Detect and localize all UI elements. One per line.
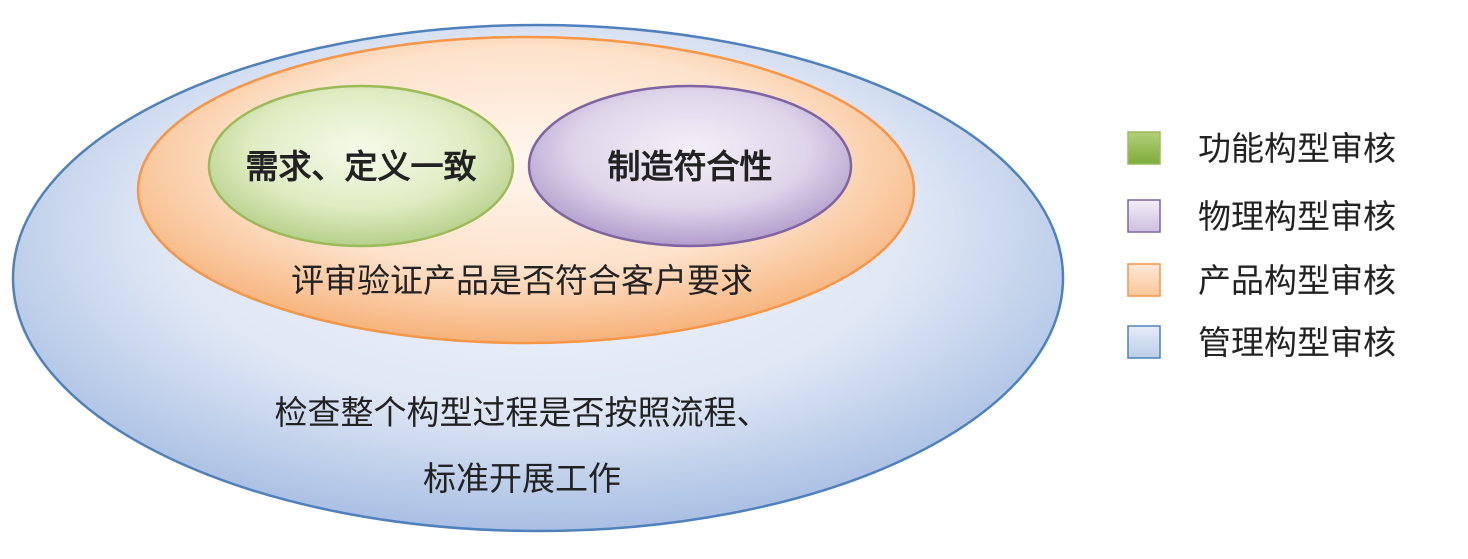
legend-label-functional: 功能构型审核 — [1198, 129, 1396, 168]
legend-label-physical: 物理构型审核 — [1198, 197, 1396, 236]
functional-audit-ellipse — [207, 84, 515, 248]
legend-label-management: 管理构型审核 — [1198, 323, 1396, 362]
legend-swatch-orange — [1127, 263, 1161, 297]
legend-swatch-green — [1127, 131, 1161, 165]
product-audit-caption: 评审验证产品是否符合客户要求 — [291, 261, 753, 300]
legend: 功能构型审核 物理构型审核 产品构型审核 管理构型审核 — [1127, 129, 1396, 362]
management-audit-caption-line1: 检查整个构型过程是否按照流程、 — [275, 393, 770, 432]
manufacturing-conformity-label: 制造符合性 — [608, 147, 773, 186]
legend-swatch-blue — [1127, 325, 1161, 359]
legend-item-functional: 功能构型审核 — [1127, 129, 1396, 168]
legend-item-physical: 物理构型审核 — [1127, 197, 1396, 236]
management-audit-caption-line2: 标准开展工作 — [423, 459, 621, 498]
legend-item-product: 产品构型审核 — [1127, 261, 1396, 300]
physical-audit-ellipse — [527, 84, 853, 248]
requirements-consistency-label: 需求、定义一致 — [246, 147, 477, 186]
legend-swatch-purple — [1127, 199, 1161, 233]
legend-label-product: 产品构型审核 — [1198, 261, 1396, 300]
legend-item-management: 管理构型审核 — [1127, 323, 1396, 362]
